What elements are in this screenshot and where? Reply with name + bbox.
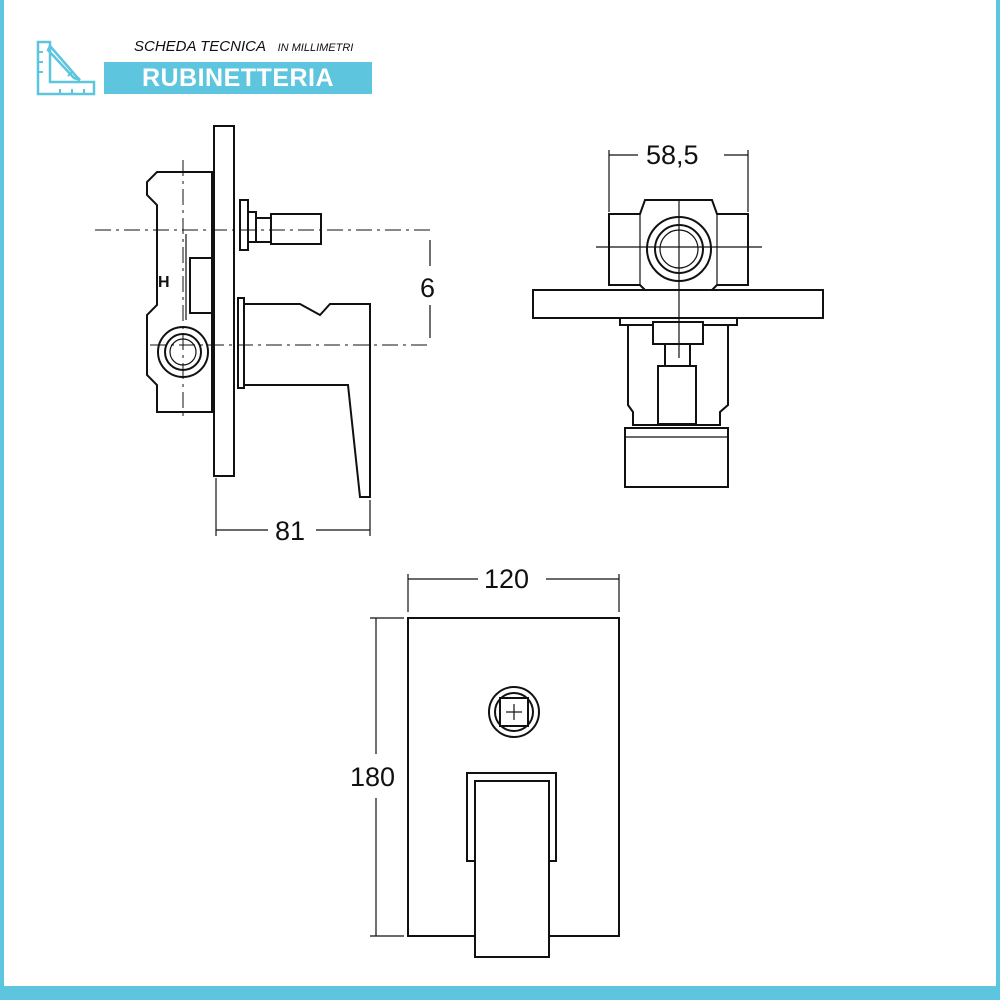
side-inner-block: [189, 257, 213, 314]
front-view: 120 180: [350, 564, 620, 958]
header: SCHEDA TECNICA IN MILLIMETRI RUBINETTERI…: [30, 36, 380, 98]
side-wall-plate: [213, 125, 235, 477]
side-diverter-collar: [247, 211, 257, 243]
category-banner: RUBINETTERIA: [104, 62, 372, 94]
side-lever-body: [243, 303, 371, 498]
top-cartridge-nut: [652, 321, 704, 345]
top-cartridge-stem: [664, 343, 691, 367]
header-title: SCHEDA TECNICA IN MILLIMETRI: [134, 38, 353, 55]
right-frame-border: [996, 0, 1000, 1000]
side-hot-marker: H: [158, 274, 170, 291]
dim-180-label: 180: [350, 762, 395, 792]
ruler-pencil-icon: [36, 40, 96, 96]
left-frame-border: [0, 0, 4, 1000]
header-subtitle: IN MILLIMETRI: [277, 42, 354, 54]
top-lever-stem: [657, 365, 697, 425]
dim-81-label: 81: [275, 516, 305, 546]
dim-6-label: 6: [420, 273, 435, 303]
dim-120-label: 120: [484, 564, 529, 594]
header-title-text: SCHEDA TECNICA: [134, 38, 266, 55]
top-view: 58,5: [532, 140, 824, 488]
front-lever-handle: [474, 780, 550, 958]
side-diverter-knob: [270, 213, 322, 245]
dim-58-label: 58,5: [646, 140, 699, 170]
bottom-frame-border: [0, 986, 1000, 1000]
side-diverter-base: [239, 199, 249, 251]
top-lever-handle: [624, 427, 729, 488]
top-wall-plate: [532, 289, 824, 319]
side-view: H 6 81: [95, 125, 435, 546]
